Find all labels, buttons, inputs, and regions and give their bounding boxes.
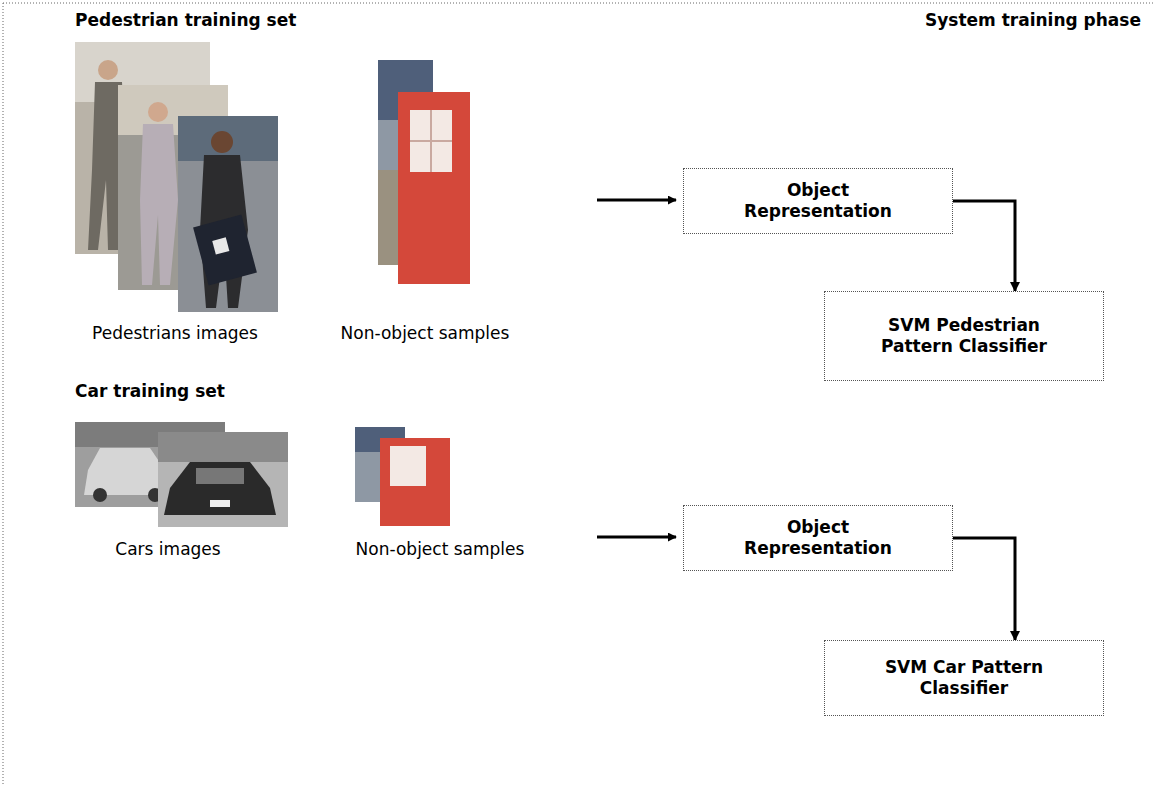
process-box: Object Representation bbox=[683, 505, 953, 571]
title: System training phase bbox=[925, 10, 1141, 30]
label: Car training set bbox=[75, 381, 225, 402]
box-text: SVM Car Pattern Classifier bbox=[875, 657, 1053, 699]
process-box: Object Representation bbox=[683, 168, 953, 234]
connector-arrow bbox=[953, 538, 1015, 640]
label: Non-object samples bbox=[341, 323, 510, 344]
label: Cars images bbox=[115, 539, 220, 560]
box-text: Object Representation bbox=[724, 517, 912, 559]
process-box: SVM Pedestrian Pattern Classifier bbox=[824, 291, 1104, 381]
input-arrow bbox=[597, 536, 676, 539]
label: Pedestrians images bbox=[92, 323, 258, 344]
pedestrian-photos bbox=[75, 42, 278, 312]
car-photos bbox=[75, 422, 288, 527]
box-text: Object Representation bbox=[724, 180, 912, 222]
non-object-photos bbox=[378, 60, 470, 284]
process-box: SVM Car Pattern Classifier bbox=[824, 640, 1104, 716]
label: Pedestrian training set bbox=[75, 10, 296, 31]
input-arrow bbox=[597, 199, 676, 202]
connector-arrow bbox=[953, 201, 1015, 291]
frame-line bbox=[3, 3, 1155, 4]
label: Non-object samples bbox=[356, 539, 525, 560]
box-text: SVM Pedestrian Pattern Classifier bbox=[875, 315, 1053, 357]
non-object-photos bbox=[355, 427, 450, 526]
frame-line bbox=[3, 3, 4, 785]
